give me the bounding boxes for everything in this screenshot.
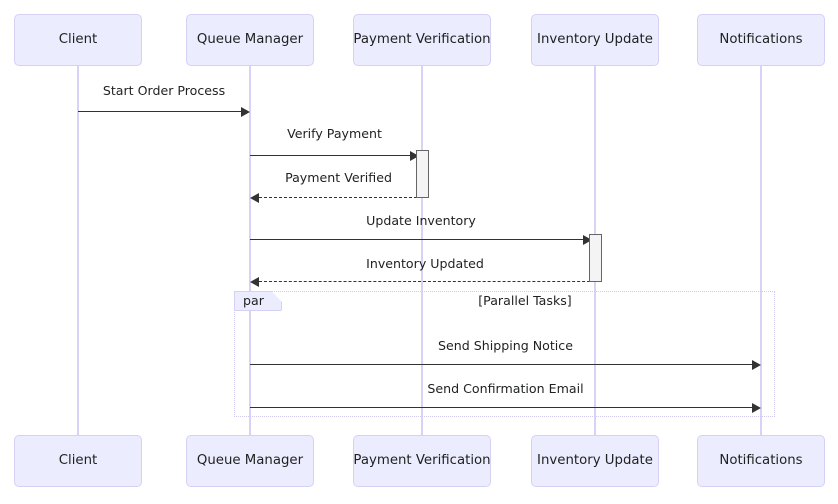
participant-top-payment[interactable]: Payment Verification — [353, 14, 491, 66]
fragment-par — [234, 291, 775, 417]
participant-label: Payment Verification — [353, 453, 491, 469]
participant-bottom-notifications[interactable]: Notifications — [697, 435, 825, 487]
lifeline-notifications — [760, 66, 762, 435]
message-arrowhead-6 — [752, 360, 761, 370]
message-arrowhead-2 — [410, 151, 419, 161]
participant-label: Notifications — [719, 32, 803, 48]
message-label-6: Send Shipping Notice — [438, 338, 573, 353]
participant-label: Payment Verification — [353, 32, 491, 48]
message-line-7 — [250, 407, 752, 408]
activation-bar-payment — [416, 150, 429, 198]
message-label-7: Send Confirmation Email — [427, 381, 584, 396]
message-line-2 — [250, 155, 410, 156]
message-line-5 — [259, 281, 600, 282]
activation-bar-inventory — [589, 234, 602, 282]
participant-top-notifications[interactable]: Notifications — [697, 14, 825, 66]
participant-label: Notifications — [719, 453, 803, 469]
message-line-4 — [250, 239, 583, 240]
message-line-1 — [78, 111, 241, 112]
participant-label: Queue Manager — [196, 32, 304, 48]
message-arrowhead-7 — [752, 403, 761, 413]
lifeline-queue — [249, 66, 251, 435]
message-arrowhead-4 — [583, 235, 592, 245]
message-line-6 — [250, 364, 752, 365]
message-label-4: Update Inventory — [366, 213, 476, 228]
message-label-5: Inventory Updated — [366, 256, 484, 271]
message-label-3: Payment Verified — [285, 170, 392, 185]
participant-label: Inventory Update — [537, 32, 653, 48]
participant-top-inventory[interactable]: Inventory Update — [531, 14, 659, 66]
participant-bottom-client[interactable]: Client — [14, 435, 142, 487]
fragment-title: [Parallel Tasks] — [478, 293, 572, 308]
message-label-2: Verify Payment — [287, 126, 382, 141]
participant-top-queue[interactable]: Queue Manager — [186, 14, 314, 66]
participant-top-client[interactable]: Client — [14, 14, 142, 66]
participant-bottom-queue[interactable]: Queue Manager — [186, 435, 314, 487]
participant-label: Client — [58, 453, 98, 469]
message-line-3 — [259, 197, 427, 198]
participant-bottom-inventory[interactable]: Inventory Update — [531, 435, 659, 487]
lifeline-payment — [421, 66, 423, 435]
participant-label: Client — [58, 32, 98, 48]
message-label-1: Start Order Process — [102, 83, 226, 98]
message-arrowhead-3 — [250, 193, 259, 203]
participant-bottom-payment[interactable]: Payment Verification — [353, 435, 491, 487]
participant-label: Inventory Update — [537, 453, 653, 469]
message-arrowhead-1 — [241, 107, 250, 117]
participant-label: Queue Manager — [196, 453, 304, 469]
message-arrowhead-5 — [250, 277, 259, 287]
lifeline-client — [77, 66, 79, 435]
